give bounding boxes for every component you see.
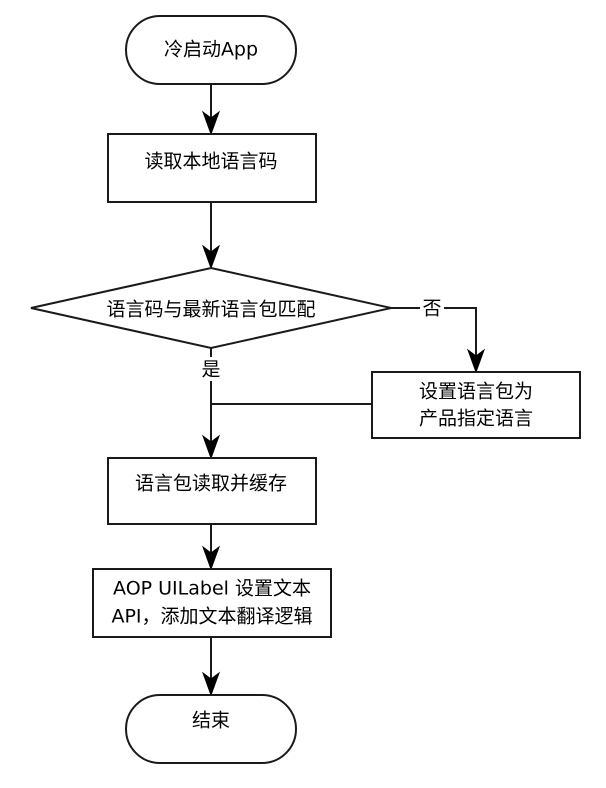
set-default-node: 设置语言包为 产品指定语言 (371, 371, 581, 439)
edge-read-cache-to-aop (201, 524, 221, 571)
arrowhead-icon (201, 671, 221, 697)
arrowhead-icon (201, 434, 221, 460)
end-node-label: 结束 (192, 710, 230, 732)
aop-node-label-line-1: AOP UILabel 设置文本 (113, 578, 311, 600)
start-node: 冷启动App (125, 15, 297, 85)
read-cache-node-label: 语言包读取并缓存 (135, 473, 287, 495)
arrowhead-icon (201, 110, 221, 136)
decision-node: 语言码与最新语言包匹配 (30, 266, 392, 350)
arrowhead-icon (466, 348, 486, 374)
edge-aop-to-end (201, 637, 221, 697)
edge-decision-yes: 是 (199, 348, 223, 460)
aop-node: AOP UILabel 设置文本 API，添加文本翻译逻辑 (92, 568, 332, 638)
edge-label-yes: 是 (201, 359, 220, 381)
start-node-label: 冷启动App (164, 39, 258, 61)
aop-node-label-line-2: API，添加文本翻译逻辑 (111, 606, 312, 628)
set-default-node-label-line-1: 设置语言包为 (419, 381, 533, 403)
read-code-node: 读取本地语言码 (107, 133, 317, 203)
end-node: 结束 (125, 694, 297, 764)
edge-start-to-read-code (201, 84, 221, 136)
edge-read-code-to-decision (201, 202, 221, 270)
read-cache-node: 语言包读取并缓存 (107, 457, 317, 525)
read-code-node-label: 读取本地语言码 (144, 151, 277, 173)
decision-node-label: 语言码与最新语言包匹配 (106, 299, 315, 321)
edge-label-no: 否 (422, 298, 441, 320)
edge-decision-no: 否 (391, 296, 486, 374)
set-default-node-label-line-2: 产品指定语言 (419, 408, 533, 430)
arrowhead-icon (201, 244, 221, 270)
arrowhead-icon (201, 545, 221, 571)
